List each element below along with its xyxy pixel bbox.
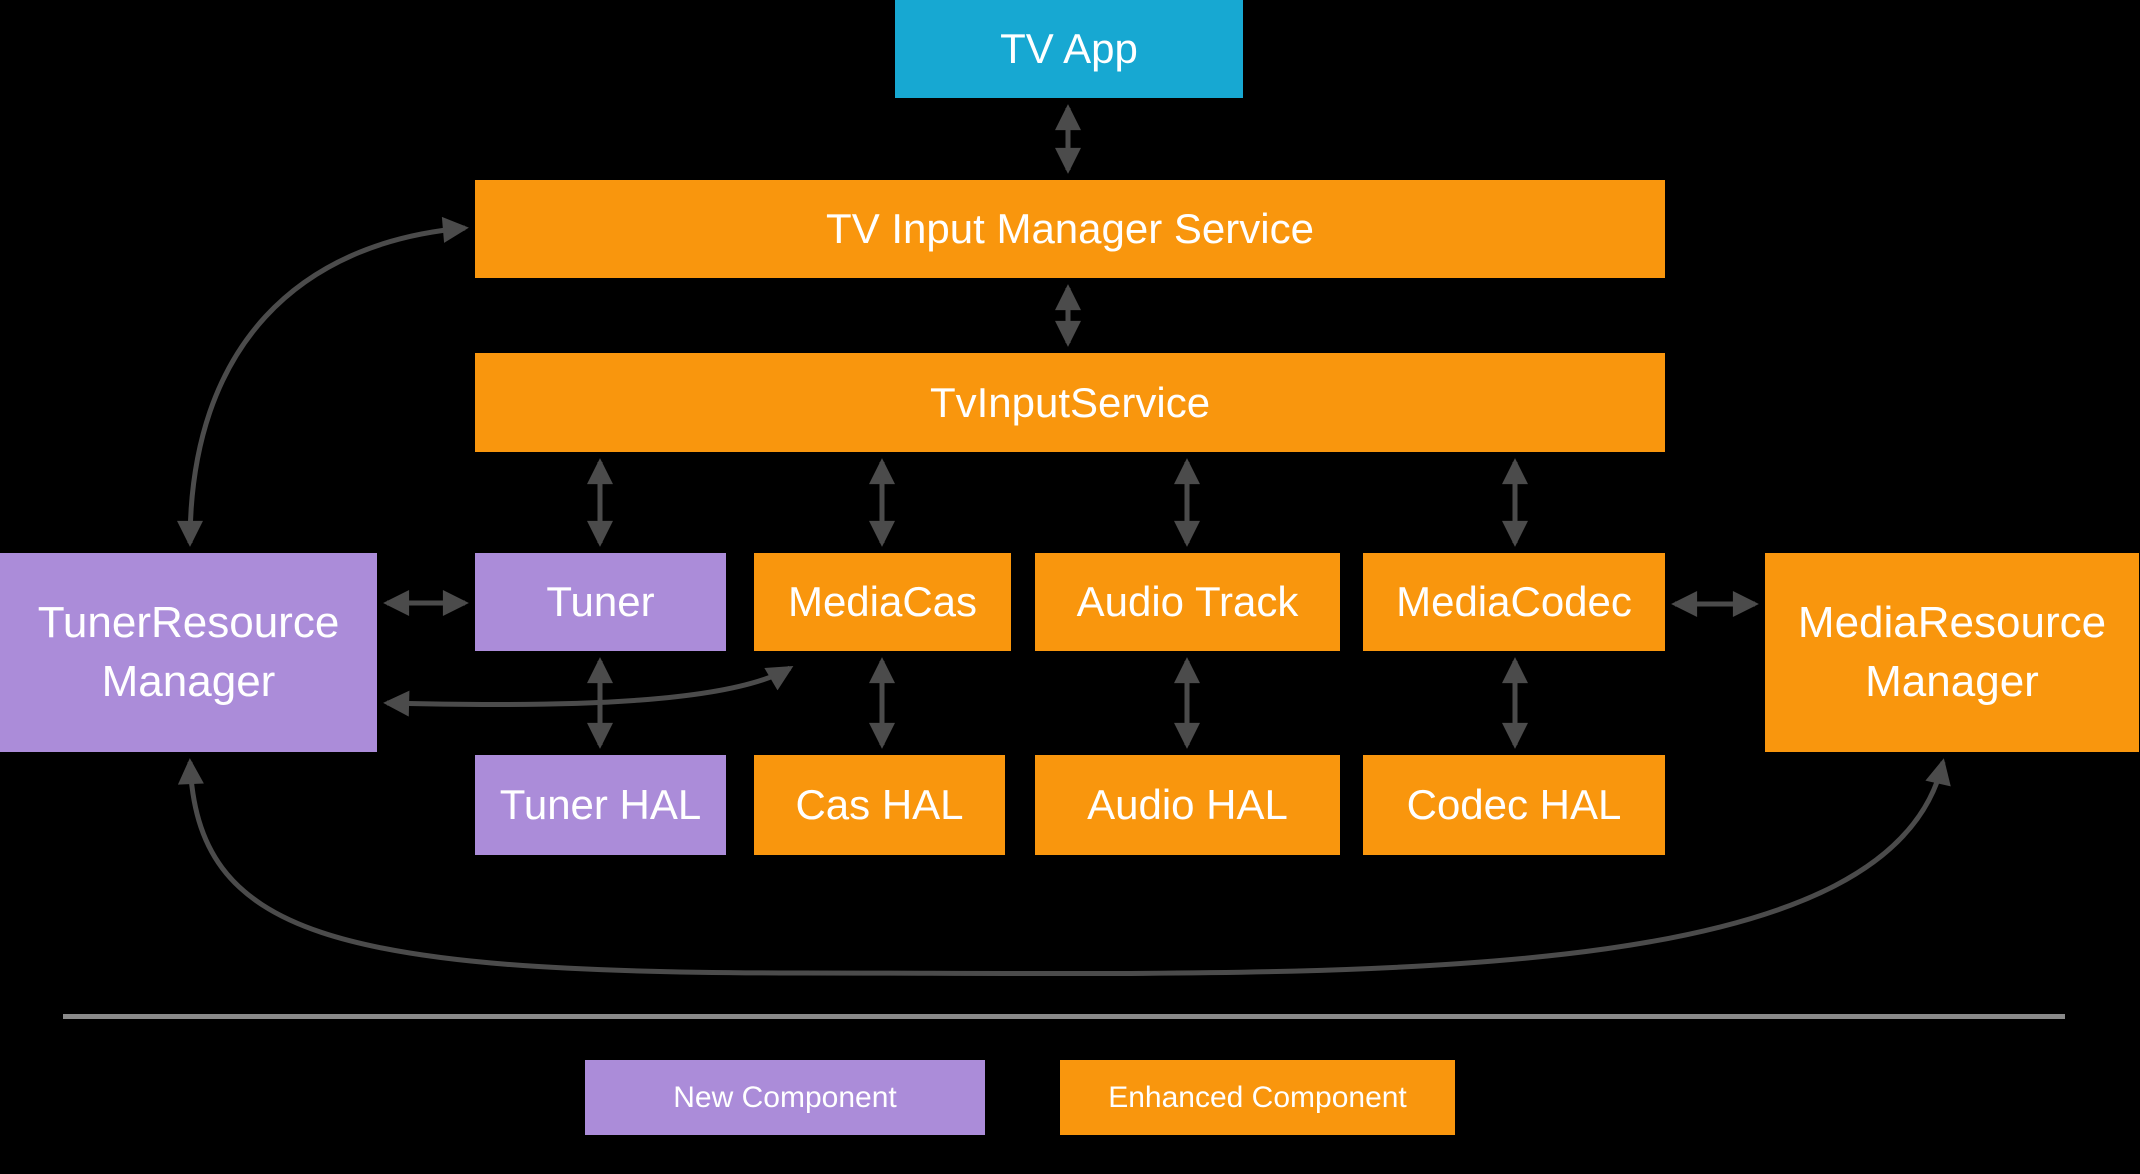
node-cas-hal: Cas HAL (754, 755, 1005, 855)
node-audio-track: Audio Track (1035, 553, 1340, 651)
legend-enhanced-component: Enhanced Component (1060, 1060, 1455, 1135)
node-tuner-hal: Tuner HAL (475, 755, 726, 855)
arrow-trm-mediacas-curve (383, 665, 794, 717)
legend-separator-line (63, 1014, 2065, 1019)
node-tv-input-manager-service: TV Input Manager Service (475, 180, 1665, 278)
node-media-resource-manager: MediaResource Manager (1765, 553, 2139, 752)
node-codec-hal: Codec HAL (1363, 755, 1665, 855)
node-tv-app: TV App (895, 0, 1243, 98)
arrow-trm-mrm-curve (177, 758, 1951, 977)
node-audio-hal: Audio HAL (1035, 755, 1340, 855)
legend-new-component: New Component (585, 1060, 985, 1135)
node-tv-input-service: TvInputService (475, 353, 1665, 452)
node-tuner: Tuner (475, 553, 726, 651)
node-media-codec: MediaCodec (1363, 553, 1665, 651)
node-media-cas: MediaCas (754, 553, 1011, 651)
arrow-tims-trm-curve (177, 216, 469, 547)
node-tuner-resource-manager: TunerResource Manager (0, 553, 377, 752)
